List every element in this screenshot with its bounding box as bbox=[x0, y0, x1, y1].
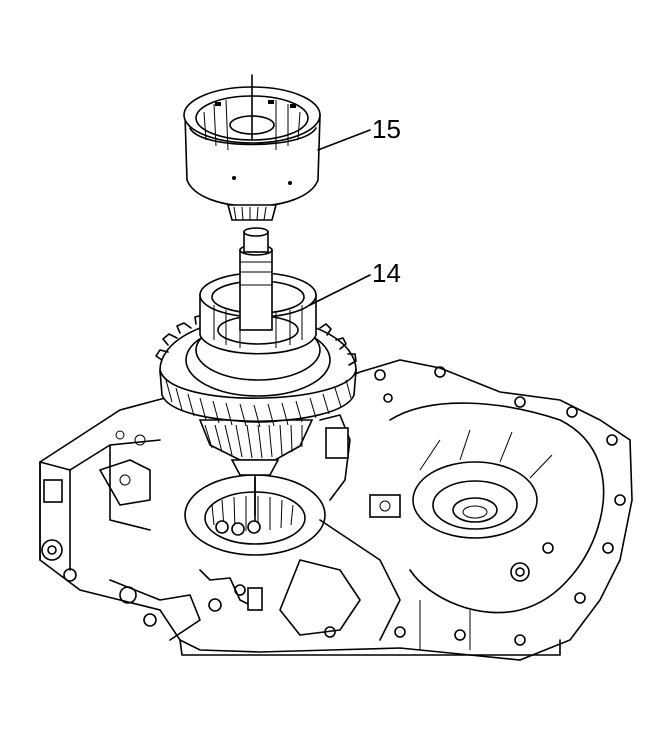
gear-assembly-part-14 bbox=[155, 227, 357, 516]
callout-label-15: 15 bbox=[372, 114, 401, 144]
leader-line-14 bbox=[309, 274, 371, 306]
leader-line-15 bbox=[317, 129, 371, 151]
callout-label-14: 14 bbox=[372, 258, 401, 288]
